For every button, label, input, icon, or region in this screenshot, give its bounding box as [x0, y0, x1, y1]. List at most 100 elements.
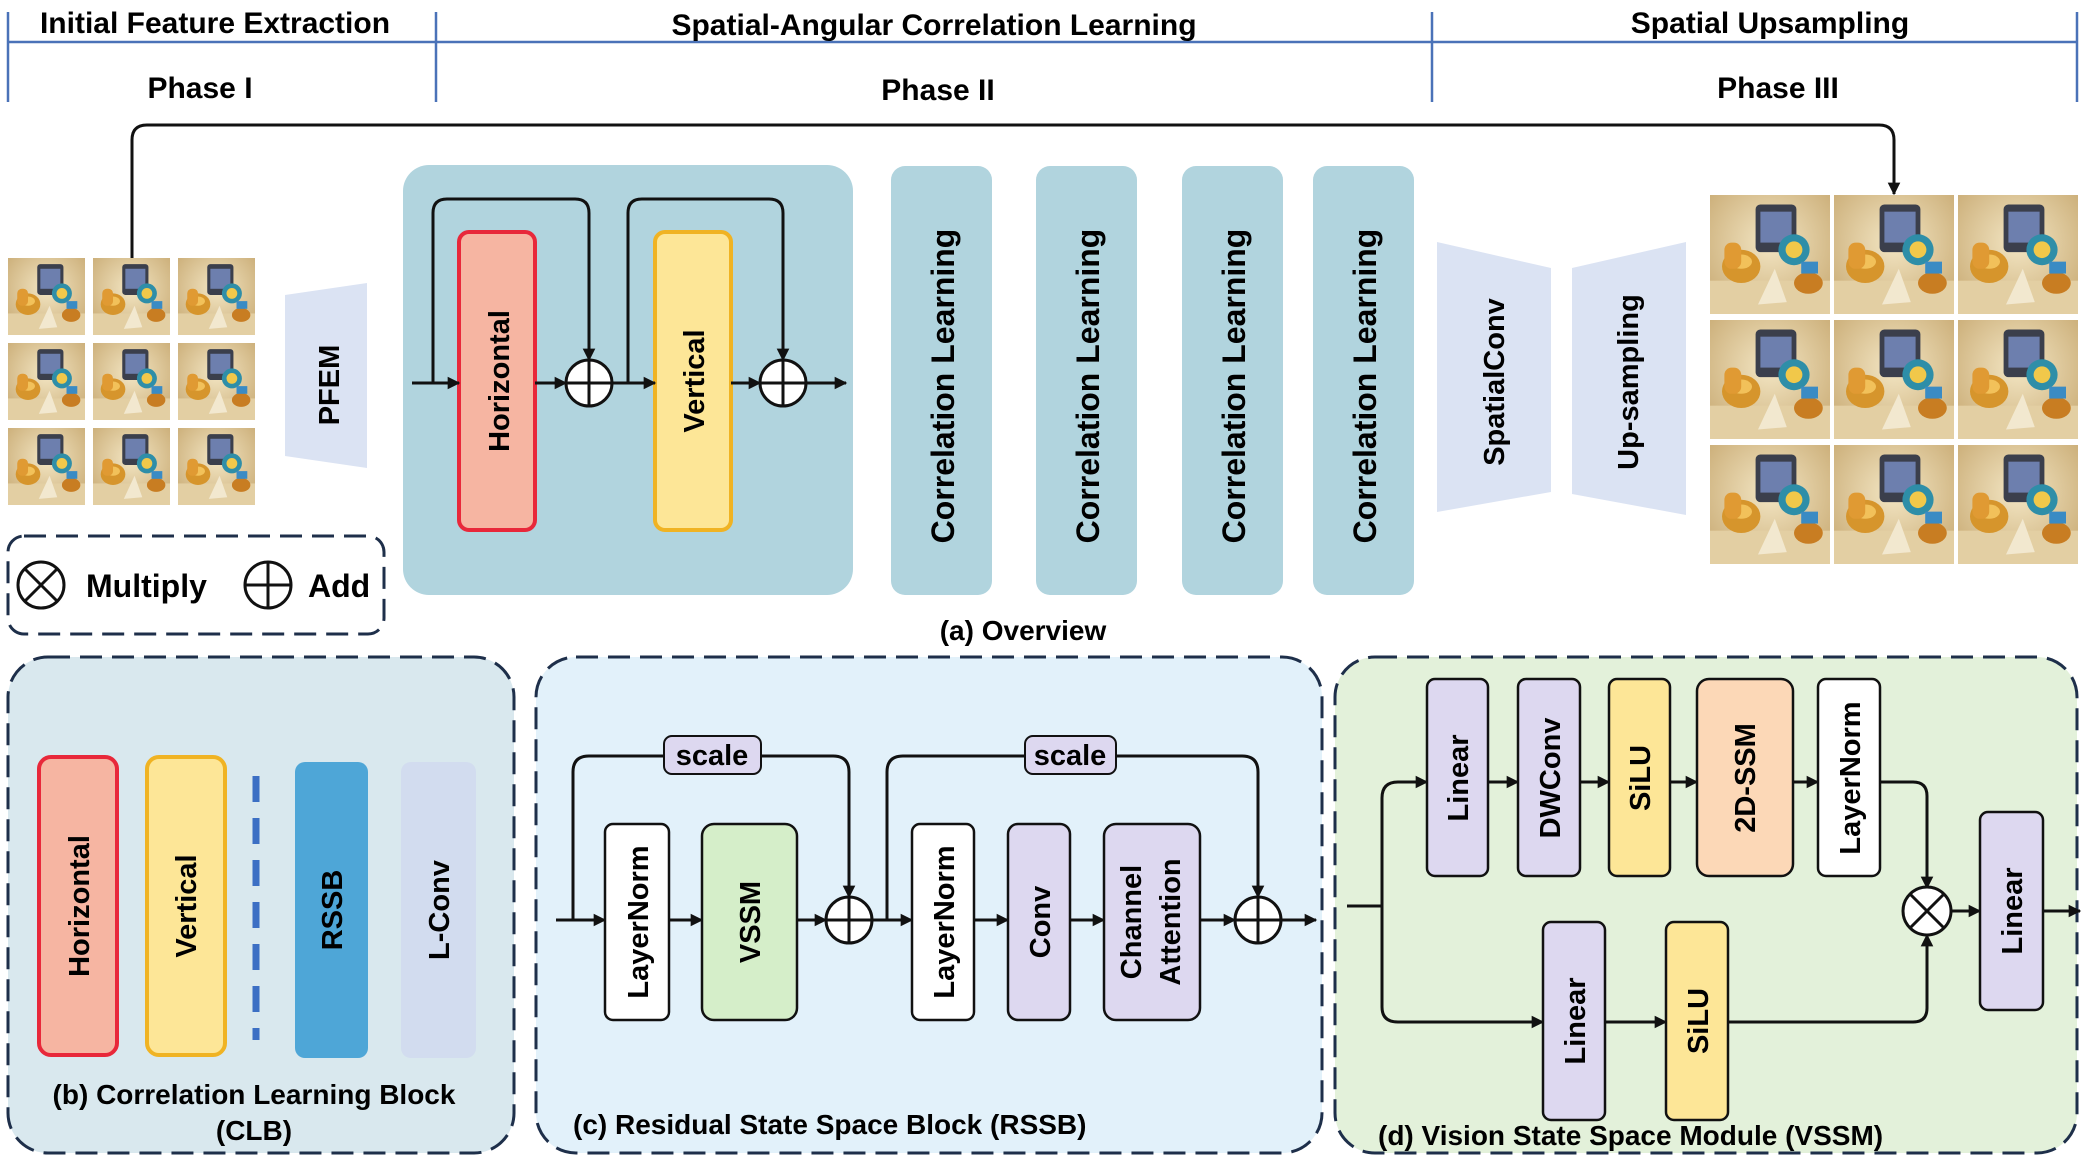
- correlation-learning-label: Correlation Learning: [925, 229, 961, 544]
- layernorm-label: LayerNorm: [929, 845, 961, 998]
- clb-detail-panel: [6, 655, 516, 1155]
- clb-vertical-label: Vertical: [171, 854, 203, 957]
- correlation-learning-block: [1036, 166, 1137, 595]
- output-lightfield-grid: [1710, 195, 2078, 564]
- vssm-linear-block: [1541, 920, 1607, 1122]
- correlation-learning-block: [1313, 166, 1414, 595]
- clb-vertical-block: [145, 755, 227, 1057]
- add-operator: [824, 895, 874, 945]
- conv-block: [1006, 822, 1072, 1022]
- phase-3-label: Phase III: [1717, 72, 1839, 105]
- rssb-detail-section: scale scale LayerNorm VSSM LayerNorm Con…: [534, 655, 1324, 1155]
- vssm-linear-label: Linear: [1560, 977, 1592, 1064]
- upsampling-label: Up-sampling: [1613, 294, 1645, 470]
- layernorm-label: LayerNorm: [623, 845, 655, 998]
- pfem-block: [285, 283, 367, 468]
- legend: Multiply Add: [6, 534, 386, 636]
- legend-add-label: Add: [308, 568, 370, 604]
- ssm-2d-label: 2D-SSM: [1730, 723, 1762, 833]
- ssm-2d-block: [1695, 677, 1795, 878]
- rssb-block: [295, 762, 368, 1058]
- flow-arrow: [1380, 775, 1429, 906]
- add-icon: [243, 560, 293, 610]
- horizontal-label: Horizontal: [484, 310, 516, 452]
- correlation-learning-label: Correlation Learning: [1070, 229, 1106, 544]
- vssm-layernorm-label: LayerNorm: [1835, 701, 1867, 854]
- vssm-layernorm-block: [1816, 677, 1882, 878]
- correlation-learning-block: [1182, 166, 1283, 595]
- overview-caption: (a) Overview: [940, 615, 1107, 646]
- output-view-image: [1710, 445, 1830, 564]
- vssm-linear-label: Linear: [1443, 734, 1475, 821]
- overview-section: PFEM Horizontal Vertical Correlation Lea…: [8, 123, 2078, 646]
- vssm-linear-block: [1425, 677, 1490, 878]
- input-view-image: [8, 428, 85, 505]
- output-view-image: [1710, 320, 1830, 439]
- rssb-caption: (c) Residual State Space Block (RSSB): [573, 1109, 1086, 1140]
- output-view-image: [1834, 445, 1954, 564]
- lconv-label: L-Conv: [424, 860, 456, 960]
- channel-attention-label-line1: Channel: [1116, 865, 1148, 979]
- input-view-image: [8, 258, 85, 335]
- scale-label: scale: [1034, 740, 1107, 772]
- skip-arrow: [626, 197, 790, 383]
- correlation-learning-block: [891, 166, 992, 595]
- pfem-label: PFEM: [314, 345, 346, 426]
- silu-label: SiLU: [1683, 988, 1715, 1054]
- output-view-image: [1958, 445, 2078, 564]
- output-view-image: [1710, 195, 1830, 314]
- clb-horizontal-label: Horizontal: [64, 835, 96, 977]
- clb-horizontal-block: [37, 755, 119, 1057]
- phase-1-title: Initial Feature Extraction: [40, 7, 390, 40]
- vssm-detail-section: Linear DWConv SiLU 2D-SSM LayerNorm Line…: [1333, 655, 2082, 1155]
- vssm-block: [700, 822, 799, 1022]
- lconv-block: [401, 762, 476, 1058]
- output-view-image: [1958, 320, 2078, 439]
- input-lightfield-grid: [8, 258, 255, 505]
- layernorm-block: [910, 822, 976, 1022]
- silu-label: SiLU: [1625, 745, 1657, 811]
- input-view-image: [93, 258, 170, 335]
- layernorm-block: [603, 822, 671, 1022]
- correlation-learning-label: Correlation Learning: [1347, 229, 1383, 544]
- silu-block: [1664, 920, 1730, 1122]
- clb-detail-section: Horizontal Vertical RSSB L-Conv (b) Corr…: [6, 655, 516, 1155]
- add-operator: [564, 358, 614, 408]
- scale-label: scale: [676, 740, 749, 772]
- input-view-image: [93, 343, 170, 420]
- vertical-label: Vertical: [679, 329, 711, 432]
- vssm-output-linear-label: Linear: [1997, 867, 2029, 954]
- output-view-image: [1834, 320, 1954, 439]
- flow-arrow: [1728, 933, 1934, 1024]
- output-view-image: [1958, 195, 2078, 314]
- add-operator: [758, 358, 808, 408]
- multiply-operator: [1901, 885, 1953, 937]
- flow-arrow: [1880, 780, 1934, 890]
- phase-3-title: Spatial Upsampling: [1631, 7, 1909, 40]
- dwconv-label: DWConv: [1535, 718, 1567, 839]
- legend-box: [6, 534, 386, 636]
- correlation-learning-label: Correlation Learning: [1216, 229, 1252, 544]
- spatialconv-label: SpatialConv: [1479, 298, 1511, 466]
- input-view-image: [8, 343, 85, 420]
- input-view-image: [178, 428, 255, 505]
- conv-label: Conv: [1025, 886, 1057, 959]
- channel-attention-block: [1102, 822, 1202, 1022]
- rssb-label: RSSB: [317, 870, 349, 951]
- silu-block: [1607, 677, 1672, 878]
- dwconv-block: [1516, 677, 1582, 878]
- scale-box: [663, 735, 762, 775]
- output-view-image: [1834, 195, 1954, 314]
- input-view-image: [178, 258, 255, 335]
- phase-1-label: Phase I: [147, 72, 252, 105]
- multiply-icon: [16, 560, 66, 610]
- phase-2-title: Spatial-Angular Correlation Learning: [671, 9, 1196, 42]
- input-view-image: [178, 343, 255, 420]
- legend-multiply-label: Multiply: [86, 568, 207, 604]
- add-operator: [1233, 895, 1283, 945]
- phase-2-label: Phase II: [881, 74, 994, 107]
- spatialconv-block: [1437, 242, 1551, 512]
- channel-attention-label-line2: Attention: [1155, 858, 1187, 985]
- upsampling-block: [1572, 242, 1686, 515]
